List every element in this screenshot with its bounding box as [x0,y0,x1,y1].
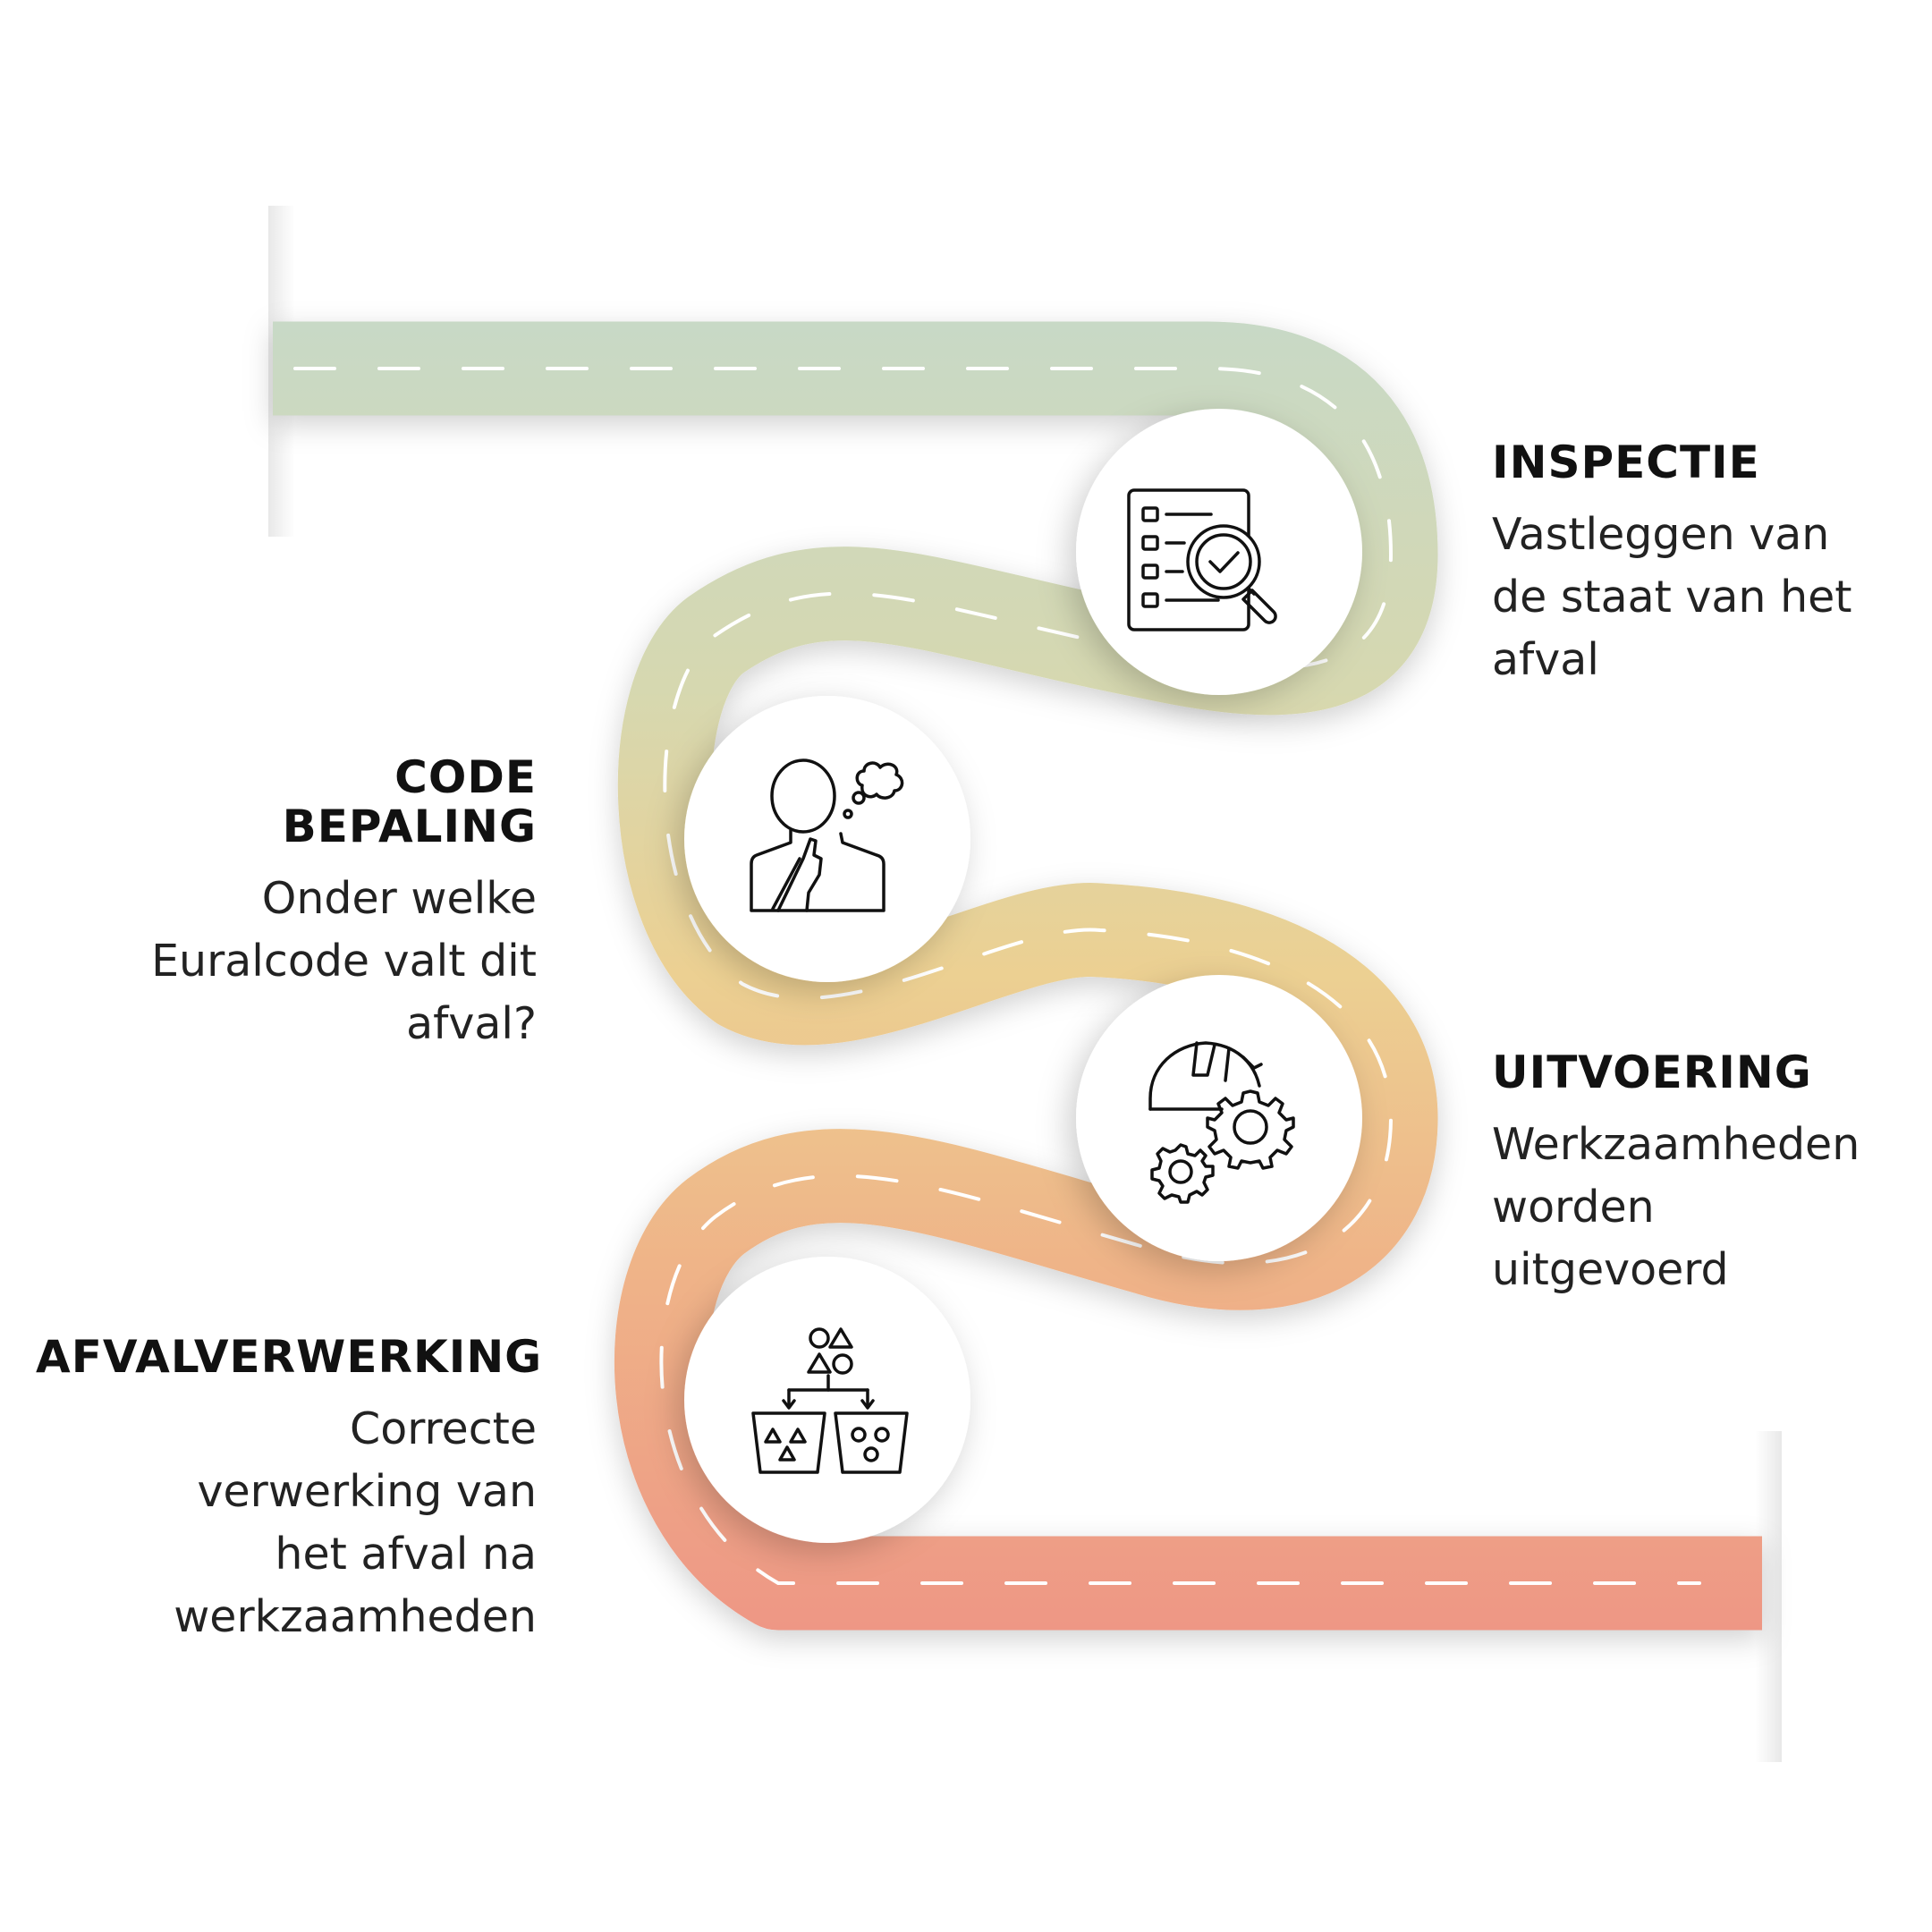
helmet-gears-icon [1148,1041,1295,1204]
step-inspectie: INSPECTIE Vastleggen van de staat van he… [1492,438,1903,691]
step-description: Werkzaamheden worden uitgevoerd [1492,1119,1860,1295]
step-circle-uitvoering [1076,975,1362,1261]
step-title: INSPECTIE [1492,436,1760,488]
step-uitvoering: UITVOERING Werkzaamheden worden uitgevoe… [1492,1048,1912,1301]
step-description: Vastleggen van de staat van het afval [1492,509,1852,685]
inspection-checklist-magnifier-icon [1127,488,1277,631]
step-description: Onder welke Euralcode valt dit afval? [151,873,537,1049]
step-title: UITVOERING [1492,1046,1812,1098]
step-circle-code-bepaling [684,696,970,982]
waste-sorting-icon [751,1327,909,1474]
step-code-bepaling: CODE BEPALING Onder welke Euralcode valt… [125,753,537,1055]
thinking-person-icon [750,758,904,912]
step-description: Correcte verwerking van het afval na wer… [174,1403,537,1642]
step-afvalverwerking: AFVALVERWERKING Correcte verwerking van … [36,1331,543,1648]
step-title: AFVALVERWERKING [36,1331,543,1383]
step-circle-afvalverwerking [684,1257,970,1543]
step-title: CODE BEPALING [282,751,537,852]
